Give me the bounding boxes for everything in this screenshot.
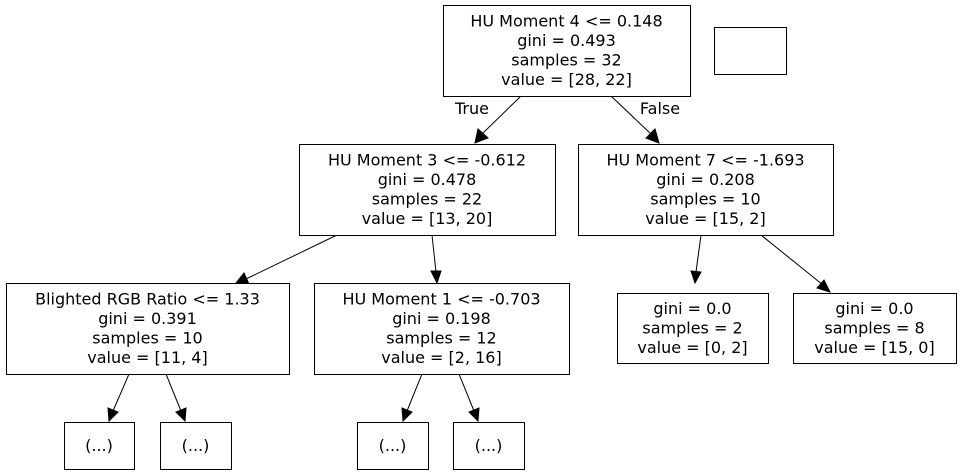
edge-label-false: False (640, 99, 680, 118)
node-hu-moment-1-line-4: value = [2, 16] (381, 348, 501, 367)
node-truncated-2-line-1: (...) (182, 436, 210, 455)
edge-root-to-right (610, 95, 652, 135)
edge-root-to-left-arrow (474, 128, 489, 144)
node-leaf-left-line-1: gini = 0.0 (653, 299, 731, 318)
node-blighted-rgb-ratio-frame (6, 283, 290, 375)
node-hu-moment-7-frame (578, 144, 834, 236)
node-truncated-4: (...) (453, 422, 525, 470)
tree-edges (107, 95, 831, 423)
node-root-line-1: HU Moment 4 <= 0.148 (470, 12, 662, 31)
node-leaf-left-frame (617, 293, 769, 364)
node-hu-moment-1-frame (314, 283, 570, 375)
node-blighted-rgb-ratio-line-3: samples = 10 (92, 329, 202, 348)
node-hu-moment-3-line-3: samples = 22 (372, 190, 482, 209)
node-hu-moment-7-line-2: gini = 0.208 (656, 170, 755, 189)
edge-right-to-rr-arrow (816, 279, 831, 293)
node-truncated-1-frame (64, 422, 135, 470)
edge-left-to-lr-arrow (430, 270, 442, 285)
node-truncated-3-line-1: (...) (379, 436, 407, 455)
node-root-line-3: samples = 32 (511, 51, 621, 70)
edge-lr-to-t3 (406, 373, 423, 412)
edge-lr-to-t4-arrow (468, 407, 480, 423)
edge-left-to-lr (431, 234, 437, 273)
node-truncated-1: (...) (64, 422, 135, 470)
edge-right-to-rr (760, 234, 824, 286)
edge-ll-to-t1 (112, 373, 130, 412)
node-blighted-rgb-ratio-line-2: gini = 0.391 (98, 309, 197, 328)
edge-root-to-left (481, 95, 522, 135)
node-truncated-3-frame (357, 422, 429, 470)
node-truncated-2: (...) (160, 422, 232, 470)
node-hu-moment-3-line-2: gini = 0.478 (378, 170, 477, 189)
node-hu-moment-1-line-2: gini = 0.198 (392, 309, 491, 328)
legend-box-frame (714, 27, 787, 75)
node-leaf-right-line-2: samples = 8 (824, 318, 924, 337)
legend-box (714, 27, 787, 75)
node-leaf-right-line-1: gini = 0.0 (835, 299, 913, 318)
node-root-line-4: value = [28, 22] (501, 70, 632, 89)
node-hu-moment-3-frame (299, 144, 556, 236)
node-blighted-rgb-ratio-line-4: value = [11, 4] (87, 348, 207, 367)
node-root-line-2: gini = 0.493 (517, 31, 616, 50)
node-truncated-3: (...) (357, 422, 429, 470)
node-hu-moment-3-line-4: value = [13, 20] (362, 209, 493, 228)
node-leaf-right-line-3: value = [15, 0] (814, 338, 934, 357)
node-blighted-rgb-ratio-line-1: Blighted RGB Ratio <= 1.33 (35, 290, 260, 309)
node-hu-moment-1-line-1: HU Moment 1 <= -0.703 (342, 290, 540, 309)
edge-root-to-right-arrow (645, 128, 660, 144)
node-hu-moment-7-line-4: value = [15, 2] (645, 209, 765, 228)
node-hu-moment-7-line-1: HU Moment 7 <= -1.693 (606, 151, 804, 170)
edge-ll-to-t2 (165, 373, 182, 412)
edge-right-to-rl-arrow (690, 270, 702, 285)
edge-right-to-rl (695, 234, 702, 273)
edge-label-true: True (454, 99, 489, 118)
node-leaf-left-line-2: samples = 2 (642, 318, 742, 337)
edge-ll-to-t2-arrow (175, 407, 187, 423)
node-hu-moment-1-line-3: samples = 12 (386, 329, 496, 348)
node-truncated-4-line-1: (...) (475, 436, 503, 455)
node-hu-moment-3-line-1: HU Moment 3 <= -0.612 (328, 151, 526, 170)
node-truncated-1-line-1: (...) (85, 436, 113, 455)
node-truncated-2-frame (160, 422, 232, 470)
edge-lr-to-t4 (458, 373, 475, 412)
node-root-frame (443, 5, 691, 97)
edge-lr-to-t3-arrow (401, 407, 413, 423)
node-leaf-right-frame (793, 293, 957, 364)
node-leaf-left-line-3: value = [0, 2] (637, 338, 747, 357)
edge-left-to-ll (245, 234, 338, 280)
edge-ll-to-t1-arrow (107, 407, 119, 423)
node-hu-moment-7-line-3: samples = 10 (650, 190, 760, 209)
node-truncated-4-frame (453, 422, 525, 470)
